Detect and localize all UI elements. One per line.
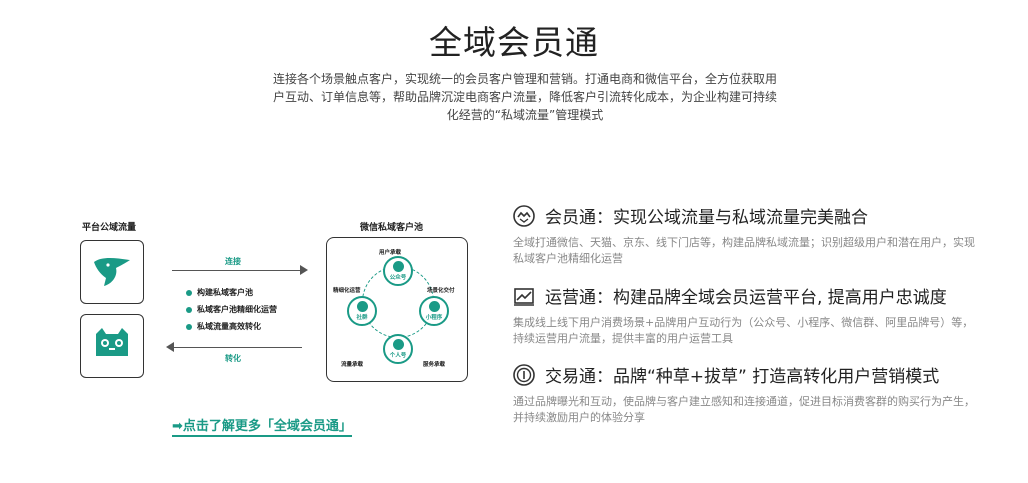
connect-arrow-line — [172, 270, 302, 271]
tmall-cat-box — [80, 314, 144, 378]
pool-label: 微信私域客户池 — [360, 223, 424, 233]
bullet-item: 私域流量高效转化 — [186, 321, 277, 332]
user-icon — [392, 261, 404, 272]
feature-desc: 全域打通微信、天猫、京东、线下门店等，构建品牌私域流量；识别超级用户和潜在用户，… — [513, 236, 975, 265]
node-community: 社群 — [347, 296, 377, 326]
diagram: 平台公域流量 微信私域客户池 连接 构建私域客户池 私域客户池精细化运营 私域流… — [78, 212, 478, 392]
bullet-item: 私域客户池精细化运营 — [186, 304, 277, 315]
mini-program-icon — [428, 301, 440, 312]
pool-label-left: 精细化运营 — [333, 288, 361, 294]
learn-more-link[interactable]: ➡点击了解更多「全域会员通」 — [172, 415, 352, 437]
coin-icon — [513, 363, 535, 386]
feature-title: 会员通：实现公域流量与私域流量完美融合 — [545, 208, 868, 228]
pool-label-top: 用户承载 — [379, 250, 402, 256]
handshake-icon — [513, 204, 535, 227]
group-icon — [356, 301, 368, 312]
flow-connect-label: 连接 — [225, 257, 241, 266]
flow-convert-label: 转化 — [225, 354, 241, 363]
feature-operation: 运营通：构建品牌全域会员运营平台, 提高用户忠诚度 集成线上线下用户消费场景+品… — [513, 283, 983, 347]
node-mini-program: 小程序 — [419, 296, 449, 326]
bullet-list: 构建私域客户池 私域客户池精细化运营 私域流量高效转化 — [186, 287, 277, 338]
convert-arrow-line — [172, 347, 302, 348]
feature-member: 会员通：实现公域流量与私域流量完美融合 全域打通微信、天猫、京东、线下门店等，构… — [513, 203, 983, 267]
bullet-item: 构建私域客户池 — [186, 287, 277, 298]
connect-arrow-head — [300, 265, 308, 275]
convert-arrow-head — [166, 342, 174, 352]
feature-title: 运营通：构建品牌全域会员运营平台, 提高用户忠诚度 — [545, 288, 947, 308]
feature-title: 交易通：品牌“种草+拔草” 打造高转化用户营销模式 — [545, 367, 940, 387]
node-official-account: 公众号 — [383, 256, 413, 286]
platform-label: 平台公域流量 — [82, 223, 137, 233]
growth-chart-icon — [514, 287, 534, 306]
feature-desc: 通过品牌曝光和互动，使品牌与客户建立感知和连接通道，促进目标消费客群的购买行为产… — [513, 395, 975, 424]
chat-icon — [392, 339, 404, 350]
node-personal-account: 个人号 — [383, 334, 413, 364]
intro-text: 连接各个场景触点客户，实现统一的会员客户管理和营销。打通电商和微信平台，全方位获… — [272, 72, 777, 122]
wechat-pool-box: 用户承载 精细化运营 场景化交付 流量承载 服务承载 公众号 社群 小程序 个人… — [326, 237, 468, 382]
feature-desc: 集成线上线下用户消费场景+品牌用户互动行为（公众号、小程序、微信群、阿里品牌号）… — [513, 316, 974, 345]
page-title: 全域会员通 — [429, 23, 599, 62]
tmall-bird-icon — [94, 258, 130, 286]
pool-label-bottom-left: 流量承载 — [341, 362, 364, 368]
feature-transaction: 交易通：品牌“种草+拔草” 打造高转化用户营销模式 通过品牌曝光和互动，使品牌与… — [513, 362, 983, 426]
tmall-cat-icon — [96, 328, 128, 356]
pool-label-right: 场景化交付 — [427, 288, 455, 294]
tmall-platform-box — [80, 240, 144, 304]
pool-label-bottom-right: 服务承载 — [423, 362, 446, 368]
